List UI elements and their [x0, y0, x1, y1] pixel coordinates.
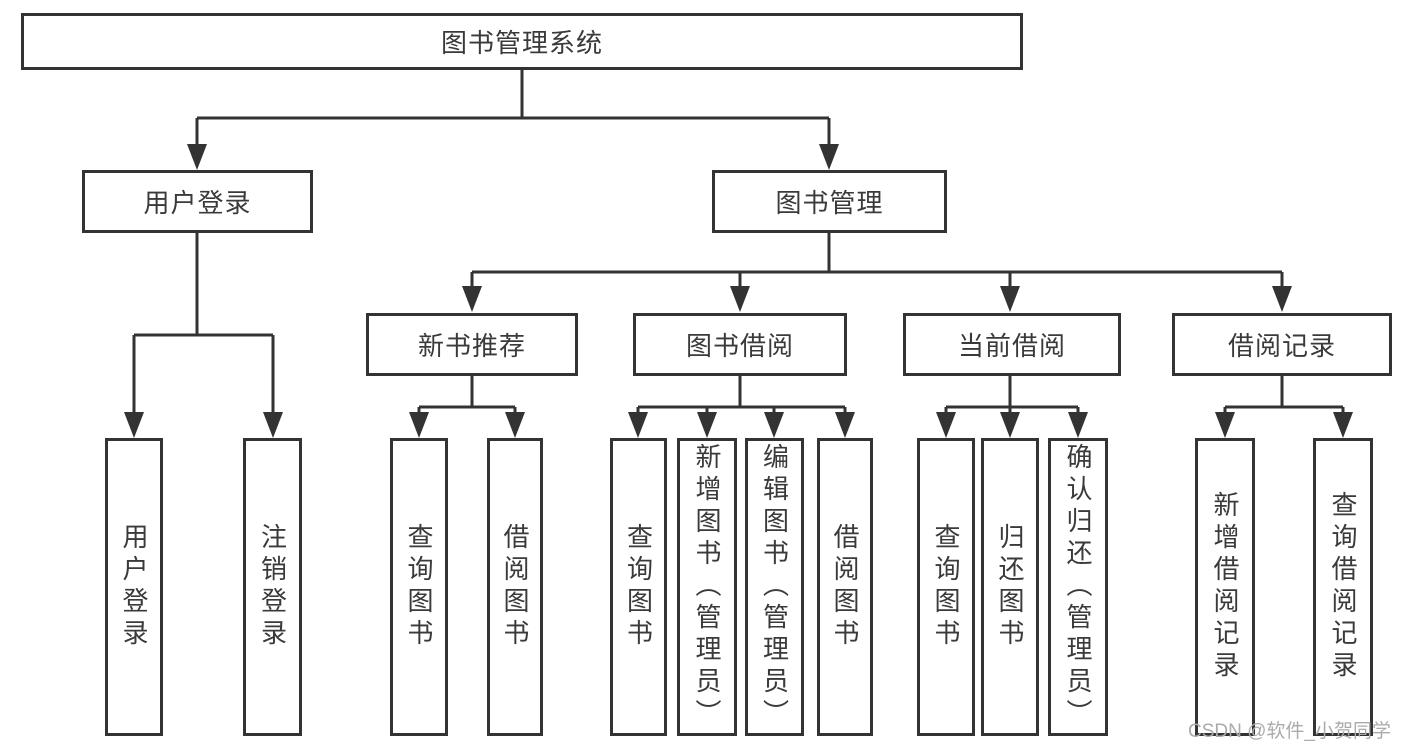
- arrowhead-icons: [124, 144, 1353, 438]
- node-book-borrow: 图书借阅: [633, 313, 847, 376]
- leaf-borrow-books-recommend: 借阅图书: [487, 438, 543, 736]
- node-new-book-recommend-label: 新书推荐: [417, 331, 526, 361]
- node-current-borrow: 当前借阅: [903, 313, 1121, 376]
- leaf-add-books-admin: 新增图书（管理员）: [677, 438, 737, 736]
- leaf-query-borrow-record: 查询借阅记录: [1313, 438, 1373, 736]
- leaf-add-borrow-record: 新增借阅记录: [1195, 438, 1255, 736]
- node-user-login: 用户登录: [82, 170, 313, 233]
- node-root: 图书管理系统: [21, 13, 1023, 70]
- leaf-label: 借阅图书: [500, 523, 530, 651]
- leaf-edit-books-admin: 编辑图书（管理员）: [745, 438, 804, 736]
- leaf-label: 编辑图书（管理员）: [759, 443, 790, 731]
- leaf-return-books: 归还图书: [981, 438, 1039, 736]
- leaf-query-books-current: 查询图书: [917, 438, 975, 736]
- node-book-management: 图书管理: [712, 170, 947, 233]
- leaf-user-login: 用户登录: [105, 438, 163, 736]
- node-book-borrow-label: 图书借阅: [685, 331, 794, 361]
- node-borrow-records-label: 借阅记录: [1227, 331, 1336, 361]
- leaf-label: 查询借阅记录: [1328, 491, 1358, 683]
- node-book-management-label: 图书管理: [775, 188, 884, 218]
- leaf-label: 注销登录: [257, 523, 288, 651]
- leaf-label: 新增借阅记录: [1210, 491, 1240, 683]
- node-borrow-records: 借阅记录: [1172, 313, 1392, 376]
- node-user-login-label: 用户登录: [143, 188, 252, 218]
- leaf-label: 新增图书（管理员）: [692, 443, 722, 731]
- leaf-confirm-return-admin: 确认归还（管理员）: [1048, 438, 1108, 736]
- leaf-label: 查询图书: [931, 523, 961, 651]
- leaf-label: 确认归还（管理员）: [1063, 443, 1093, 731]
- leaf-label: 查询图书: [404, 523, 434, 651]
- leaf-label: 借阅图书: [830, 523, 860, 651]
- leaf-borrow-books: 借阅图书: [817, 438, 873, 736]
- leaf-label: 归还图书: [995, 523, 1025, 651]
- node-root-label: 图书管理系统: [440, 28, 603, 58]
- leaf-query-books-recommend: 查询图书: [390, 438, 448, 736]
- node-current-borrow-label: 当前借阅: [957, 331, 1066, 361]
- watermark: CSDN @软件_小贺同学: [1188, 721, 1391, 742]
- node-new-book-recommend: 新书推荐: [366, 313, 578, 376]
- leaf-query-books-borrow: 查询图书: [610, 438, 667, 736]
- leaf-logout: 注销登录: [243, 438, 302, 736]
- leaf-label: 用户登录: [119, 523, 149, 651]
- leaf-label: 查询图书: [623, 523, 654, 651]
